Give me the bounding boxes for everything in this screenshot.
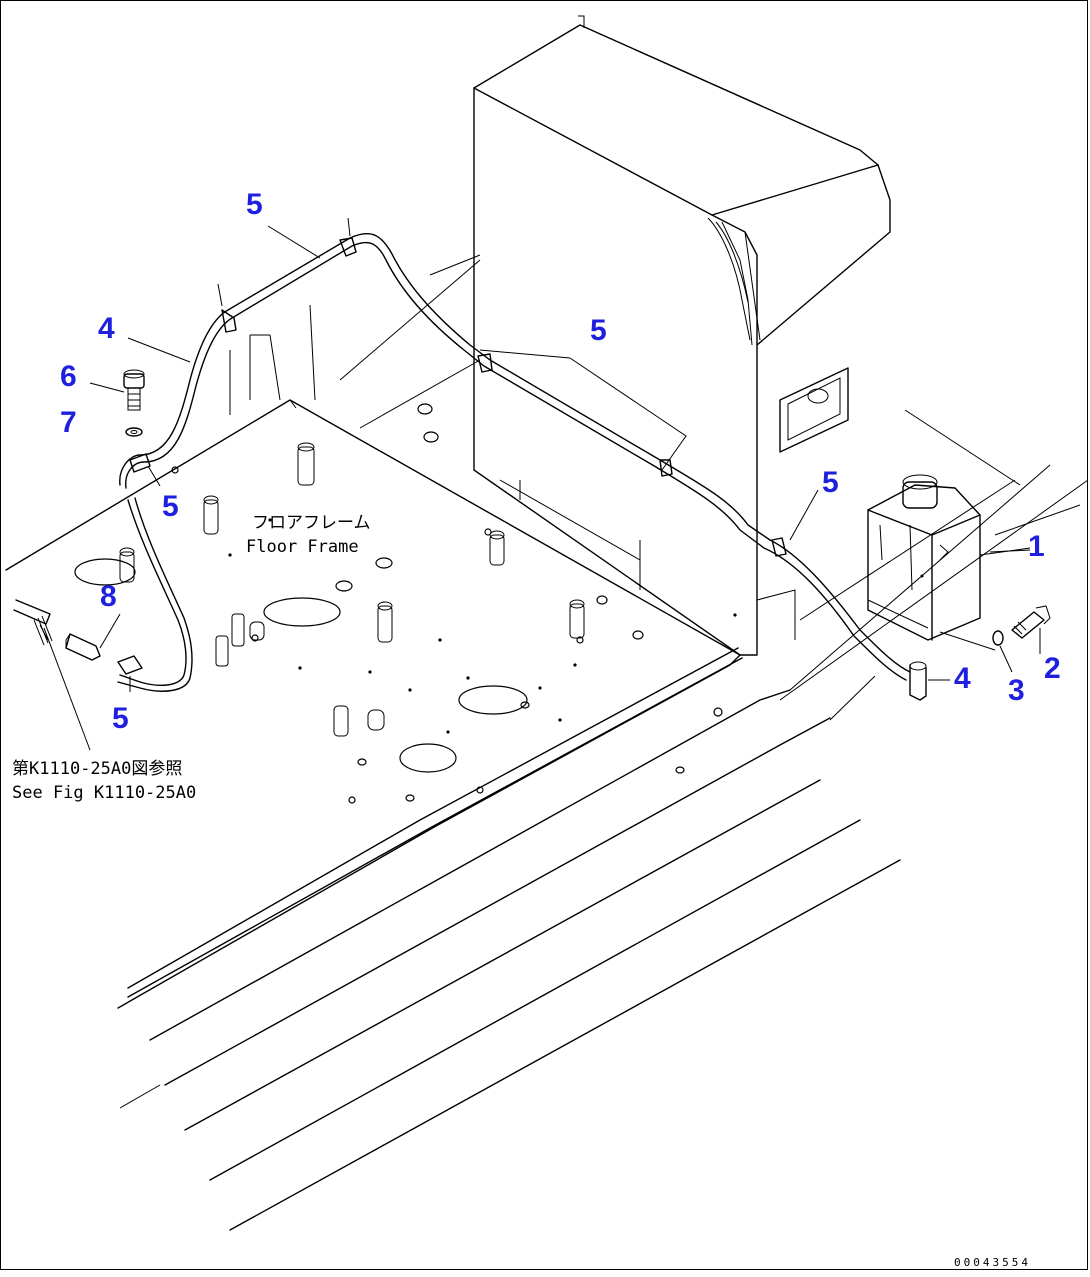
callouts: 1 2 3 4 4 5 5 5 5 5 6 7 8 <box>60 188 1061 735</box>
callout-3: 3 <box>1008 674 1025 707</box>
callout-7: 7 <box>60 406 77 439</box>
callout-1: 1 <box>1028 530 1045 563</box>
callout-6: 6 <box>60 360 77 393</box>
cab-panel <box>473 15 891 656</box>
washer-tank <box>867 474 1031 651</box>
leader-lines <box>43 217 1041 751</box>
drawing-code: 00043554 <box>954 1256 1031 1269</box>
callout-2: 2 <box>1044 652 1061 685</box>
callout-5-top: 5 <box>246 188 263 221</box>
callout-5-mid: 5 <box>590 314 607 347</box>
floor-frame-outline <box>5 254 1089 1231</box>
see-fig-label-jp: 第K1110-25A0図参照 <box>12 759 182 779</box>
floor-holes <box>74 403 737 804</box>
clamp-bolt-and-washer <box>123 369 145 437</box>
callout-5-left-mid: 5 <box>162 490 179 523</box>
floor-frame-label-jp: フロアフレーム <box>252 513 371 533</box>
floor-frame-label-en: Floor Frame <box>246 537 359 557</box>
hose-joint <box>13 599 101 661</box>
bolt-and-washer <box>992 605 1051 646</box>
hose-clamps <box>117 237 787 675</box>
callout-8: 8 <box>100 580 117 613</box>
labels: フロアフレーム Floor Frame 第K1110-25A0図参照 See F… <box>12 513 1031 1269</box>
callout-5-left-low: 5 <box>112 702 129 735</box>
callout-4-right: 4 <box>954 662 971 695</box>
floor-bosses <box>119 442 585 737</box>
callout-5-right: 5 <box>822 466 839 499</box>
see-fig-label-en: See Fig K1110-25A0 <box>12 783 196 803</box>
callout-4-left: 4 <box>98 312 115 345</box>
